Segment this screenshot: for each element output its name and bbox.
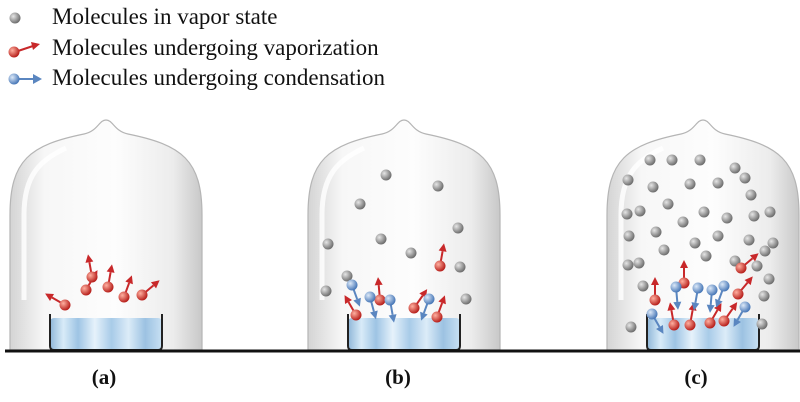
vapor-molecule [322, 238, 334, 250]
legend-label: Molecules undergoing condensation [52, 65, 386, 90]
condensation-molecule [670, 281, 682, 310]
vaporization-molecule [102, 264, 115, 293]
vapor-molecule [700, 250, 712, 262]
vaporization-molecule [718, 302, 738, 327]
vapor-molecule [698, 206, 710, 218]
vapor-molecule [756, 318, 768, 330]
condensation-molecule [691, 282, 704, 311]
vapor-molecule [694, 154, 706, 166]
bell-jars [9, 119, 800, 351]
condensation-molecule [646, 308, 664, 334]
vapor-molecule [684, 178, 696, 190]
condensation-molecule [706, 284, 718, 313]
vapor-molecule [767, 237, 779, 249]
vaporization-molecule [45, 293, 71, 311]
vaporization-molecule [85, 254, 98, 283]
vapor-molecule [375, 233, 387, 245]
vapor-molecule [622, 174, 634, 186]
vapor-molecule [758, 290, 770, 302]
panel-label-c: (c) [684, 365, 708, 389]
vapor-molecule [644, 154, 656, 166]
bell-jar-a [9, 119, 203, 351]
vapor-molecule [452, 222, 464, 234]
vapor-molecule [764, 206, 776, 218]
vapor-molecule [454, 261, 466, 273]
condensation-molecule [420, 293, 435, 321]
vaporization-molecule [344, 295, 362, 321]
vaporization-molecule [732, 276, 753, 300]
condensation-molecule [733, 301, 751, 327]
vapor-molecule [623, 230, 635, 242]
vapor-molecule [729, 162, 741, 174]
vapor-molecule [743, 234, 755, 246]
vapor-molecule [712, 177, 724, 189]
molecules [45, 154, 779, 334]
vapor-molecule [637, 280, 649, 292]
vaporization-molecule [735, 253, 759, 274]
vaporization-molecule [431, 295, 446, 323]
vapor-molecule [633, 257, 645, 269]
vapor-molecule [320, 285, 332, 297]
vapor-molecule [354, 198, 366, 210]
bell-jar-b [307, 119, 501, 351]
vapor-molecule [647, 181, 659, 193]
condensation-molecule [346, 279, 361, 307]
legend-label: Molecules undergoing vaporization [52, 35, 379, 60]
vapor-molecule [745, 189, 757, 201]
bell-jar-c [606, 119, 800, 351]
vapor-molecule [689, 237, 701, 249]
vapor-molecule [634, 205, 646, 217]
vapor-molecule [380, 169, 392, 181]
vapor-molecule [751, 260, 763, 272]
liquid-dish-a [50, 318, 162, 350]
vapor-molecule [712, 230, 724, 242]
legend-label: Molecules in vapor state [52, 4, 278, 29]
vaporization-molecule [649, 277, 661, 306]
condensation-molecule [364, 291, 378, 320]
vaporization-molecule [434, 243, 447, 272]
vapor-molecule [341, 270, 353, 282]
panel-label-b: (b) [385, 365, 411, 389]
condensation-molecule [384, 294, 397, 323]
vapor-molecule [432, 180, 444, 192]
vapor-molecule [759, 245, 771, 257]
vapor-molecule [460, 293, 472, 305]
vaporization-molecule [667, 302, 680, 331]
vapor-molecule [625, 321, 637, 333]
vaporization-molecule-icon [8, 42, 40, 58]
vapor-molecule [622, 259, 634, 271]
vapor-molecule [621, 208, 633, 220]
vapor-molecule [650, 226, 662, 238]
vapor-molecule [763, 273, 775, 285]
liquid-dish-c [647, 318, 759, 350]
vapor-molecule [658, 244, 670, 256]
liquid-dish-b [348, 318, 460, 350]
vaporization-molecule [118, 275, 133, 303]
condensation-molecule [715, 280, 730, 308]
vapor-molecule [748, 210, 760, 222]
vaporization-molecule [704, 303, 722, 329]
condensation-molecule-icon [8, 73, 42, 85]
vapor-molecule [662, 198, 674, 210]
vapor-molecule [721, 212, 733, 224]
vapor-molecule-icon [9, 12, 21, 24]
panel-label-a: (a) [91, 365, 117, 389]
vapor-molecule [739, 172, 751, 184]
vaporization-molecule [374, 277, 386, 306]
vapor-molecule [677, 216, 689, 228]
vaporization-molecule [136, 280, 160, 301]
vapor-molecule [666, 154, 678, 166]
vapor-molecule [405, 247, 417, 259]
